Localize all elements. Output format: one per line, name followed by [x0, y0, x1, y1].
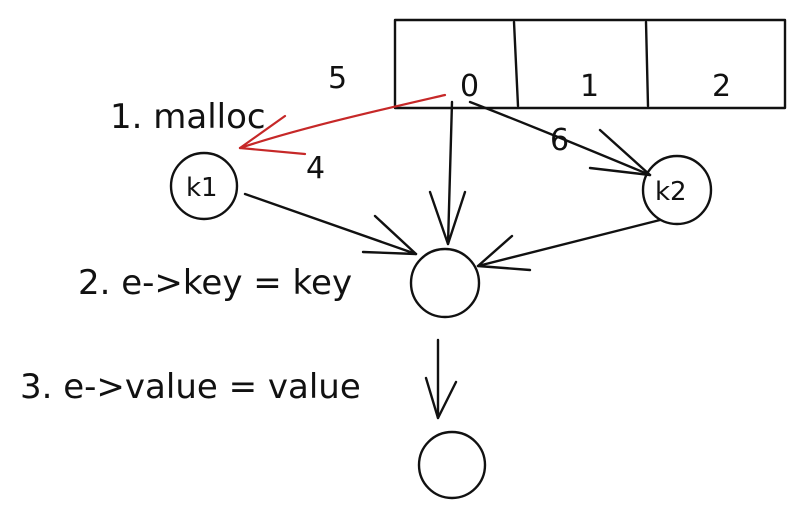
bucket0-to-entry-arrow — [428, 100, 467, 246]
malloc-arrow-head-bottom — [238, 146, 307, 156]
bucket-2-label: 2 — [712, 69, 731, 104]
malloc-arrow — [238, 93, 447, 156]
node-k1: k1 — [169, 151, 239, 221]
malloc-arrow-line — [238, 93, 447, 150]
node-k1-circle — [169, 151, 239, 221]
k2-to-entry-arrow — [476, 218, 662, 272]
bucket-1-label: 1 — [580, 69, 599, 104]
step-2-label: 2. e->key = key — [78, 263, 352, 303]
bucket-0-label: 0 — [460, 69, 479, 104]
annotation-4: 4 — [306, 151, 325, 186]
entry-to-value-arrow — [424, 338, 458, 420]
array-divider-2 — [644, 20, 650, 108]
array-size-label: 5 — [328, 61, 347, 96]
node-k2-label: k2 — [655, 177, 687, 207]
node-k2-circle — [641, 154, 713, 226]
step-1-label: 1. malloc — [110, 97, 266, 137]
entry-node — [409, 247, 481, 319]
annotation-6: 6 — [550, 123, 569, 158]
bucket-array: 0 1 2 — [393, 18, 787, 110]
node-k2: k2 — [641, 154, 713, 226]
node-k1-label: k1 — [186, 173, 218, 203]
step-3-label: 3. e->value = value — [20, 367, 361, 407]
malloc-arrow-head-top — [238, 114, 287, 150]
bucket0-to-k2-arrow — [468, 100, 652, 177]
array-divider-1 — [512, 20, 520, 108]
k1-to-entry-arrow — [243, 192, 418, 256]
array-outline — [393, 18, 787, 110]
value-node — [417, 430, 487, 500]
